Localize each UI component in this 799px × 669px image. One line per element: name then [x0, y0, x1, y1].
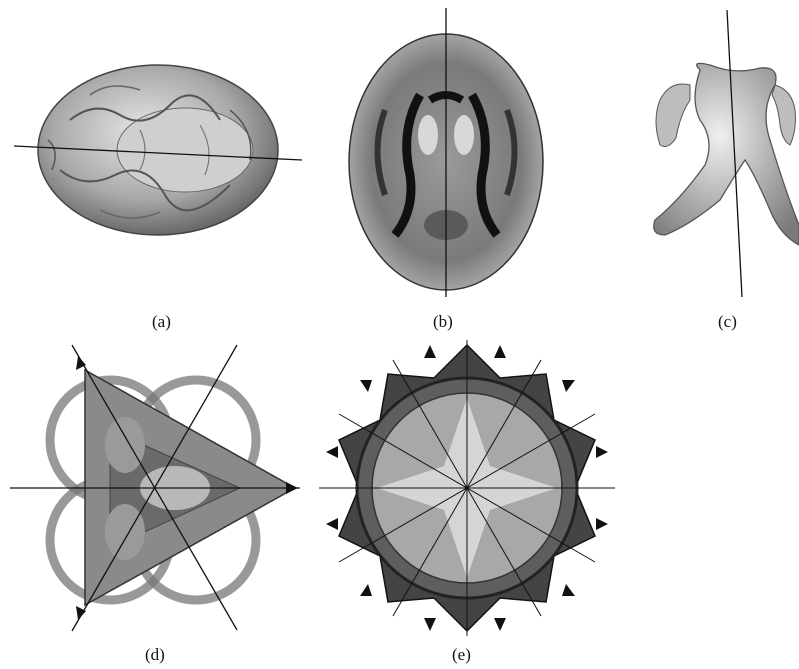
panel-e-twelvefold-pattern: [319, 340, 615, 636]
caption-b: (b): [433, 312, 453, 332]
panel-c-ventricles: [654, 10, 799, 297]
caption-e: (e): [452, 645, 471, 665]
panel-a-brain: [14, 65, 302, 235]
caption-d: (d): [145, 645, 165, 665]
caption-a: (a): [152, 312, 171, 332]
panel-b-mri: [349, 8, 543, 297]
caption-c: (c): [718, 312, 737, 332]
panel-d-threefold-pattern: [10, 345, 300, 631]
